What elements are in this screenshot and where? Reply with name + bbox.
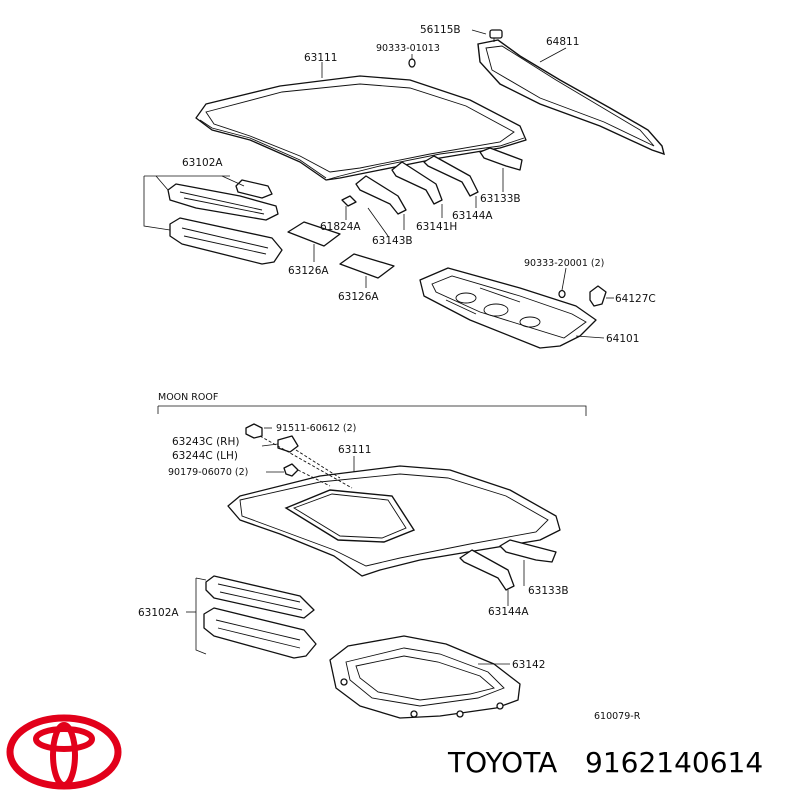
moonroof-fasteners <box>245 423 353 489</box>
moonroof-leader-lines <box>261 427 525 665</box>
roof-bows-top <box>355 147 523 215</box>
callout-63133B-moon: 63133B <box>528 585 569 597</box>
callout-63243C: 63243C (RH) <box>172 436 239 448</box>
callout-63126A-1: 63126A <box>288 265 329 277</box>
grommet-part-2 <box>558 289 566 299</box>
grommet-part <box>408 58 416 68</box>
roof-panel-moonroof <box>227 465 561 577</box>
callout-90179: 90179-06070 (2) <box>168 467 248 478</box>
callout-56115B: 56115B <box>420 24 461 36</box>
sound-pads <box>287 221 395 279</box>
bracket-part <box>589 285 607 307</box>
callout-64811: 64811 <box>546 36 579 48</box>
front-header-panel-moonroof <box>186 575 317 659</box>
callout-61824A: 61824A <box>320 221 361 233</box>
seal-part <box>341 195 357 207</box>
callout-63244C: 63244C (LH) <box>172 450 238 462</box>
figure-code: 610079-R <box>594 711 641 722</box>
callout-63102A-top: 63102A <box>182 157 223 169</box>
callout-63144A-top: 63144A <box>452 210 493 222</box>
callout-64101: 64101 <box>606 333 639 345</box>
package-tray <box>419 267 597 349</box>
top-leader-lines <box>313 29 614 339</box>
sunroof-housing <box>329 635 521 719</box>
section-bracket <box>158 405 587 416</box>
callout-90333-20001: 90333-20001 (2) <box>524 258 604 269</box>
part-number: 9162140614 <box>585 746 763 779</box>
callout-63142: 63142 <box>512 659 545 671</box>
toyota-logo-icon <box>6 714 122 790</box>
callout-63133B-top: 63133B <box>480 193 521 205</box>
roof-bows-moonroof <box>459 539 557 591</box>
callout-63126A-2: 63126A <box>338 291 379 303</box>
front-header-panel-top <box>143 175 283 265</box>
callout-63111-top: 63111 <box>304 52 337 64</box>
callout-63143B: 63143B <box>372 235 413 247</box>
rear-window-glass <box>477 39 665 156</box>
callout-90333-01013: 90333-01013 <box>376 43 440 54</box>
brand-name: TOYOTA <box>447 746 557 779</box>
section-moon-roof: MOON ROOF <box>158 392 218 403</box>
callout-63111-moon: 63111 <box>338 444 371 456</box>
roof-panel-top <box>195 75 527 181</box>
callout-91511: 91511-60612 (2) <box>276 423 356 434</box>
callout-63141H: 63141H <box>416 221 457 233</box>
clip-part <box>489 29 503 42</box>
callout-63144A-moon: 63144A <box>488 606 529 618</box>
callout-63102A-moon: 63102A <box>138 607 179 619</box>
callout-64127C: 64127C <box>615 293 656 305</box>
